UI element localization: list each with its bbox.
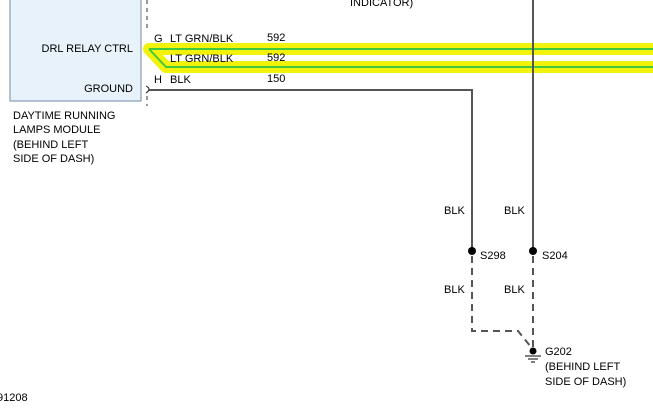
drl-module-box [9,0,142,102]
s204-upper-wire-label: BLK [504,205,525,217]
wire-color-label-3: BLK [170,74,191,86]
ground-icon [525,355,541,363]
ground-location-line-1: (BEHIND LEFT [545,361,620,373]
figure-id: 91208 [0,392,28,404]
dashed-wire-s298-to-ground [471,256,532,348]
wire-circuit-label-2: 592 [267,52,285,64]
splice-s204 [529,247,537,255]
ground-g202-dot [529,347,537,355]
wire-color-label-1: LT GRN/BLK [170,33,234,45]
module-caption-line-2: LAMPS MODULE [13,124,100,136]
pin-letter-h: H [154,74,162,86]
wire-circuit-label-1: 592 [267,32,285,44]
splice-s298 [468,247,476,255]
s204-lower-wire-label: BLK [504,284,525,296]
wire-color-label-2: LT GRN/BLK [170,53,234,65]
pin-label-drl-relay-ctrl: DRL RELAY CTRL [42,43,134,55]
module-caption-line-4: SIDE OF DASH) [13,153,94,165]
splice-s204-label: S204 [542,250,568,262]
s298-lower-wire-label: BLK [444,284,465,296]
splice-s298-label: S298 [480,250,506,262]
module-caption-line-3: (BEHIND LEFT [13,139,88,151]
pin-label-ground: GROUND [84,83,133,95]
connector-pin-h [145,85,150,94]
wire-150-blk [149,89,473,250]
s298-upper-wire-label: BLK [444,205,465,217]
ground-g202-label: G202 [545,346,572,358]
wire-592-green-lower [148,48,653,68]
top-partial-label: INDICATOR) [350,0,413,9]
wire-circuit-label-3: 150 [267,73,285,85]
pin-letter-g: G [154,33,163,45]
module-caption-line-1: DAYTIME RUNNING [13,110,115,122]
ground-location-line-2: SIDE OF DASH) [545,376,626,388]
